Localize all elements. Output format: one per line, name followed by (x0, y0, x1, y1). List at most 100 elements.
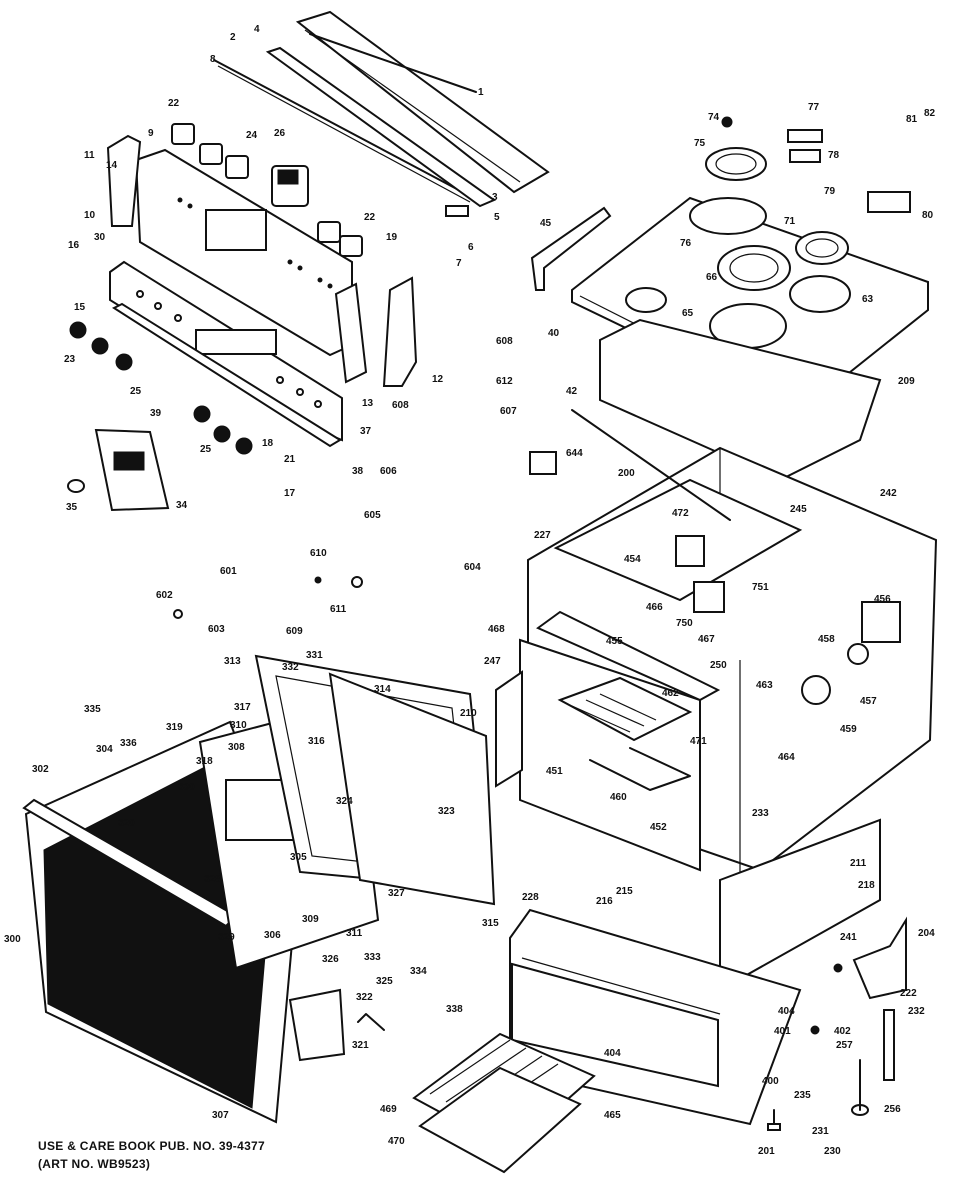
label-8: 8 (210, 54, 216, 65)
label-606: 606 (380, 466, 397, 477)
label-227: 227 (534, 530, 551, 541)
label-325: 325 (376, 976, 393, 987)
label-77: 77 (808, 102, 820, 113)
label-404a: 404 (604, 1048, 621, 1059)
label-457: 457 (860, 696, 877, 707)
label-468: 468 (488, 624, 505, 635)
label-458: 458 (818, 634, 835, 645)
label-228: 228 (522, 892, 539, 903)
label-469: 469 (380, 1104, 397, 1115)
label-39: 39 (150, 408, 162, 419)
label-318: 318 (196, 756, 213, 767)
label-2: 2 (230, 32, 236, 43)
label-76: 76 (680, 238, 692, 249)
label-13: 13 (362, 398, 374, 409)
label-329: 329 (218, 932, 235, 943)
label-16: 16 (68, 240, 80, 251)
label-316: 316 (308, 736, 325, 747)
label-306: 306 (264, 930, 281, 941)
label-400: 400 (762, 1076, 779, 1087)
label-250: 250 (710, 660, 727, 671)
label-452: 452 (650, 822, 667, 833)
label-245: 245 (790, 504, 807, 515)
bracket-5 (445, 205, 469, 217)
broil-element-472 (675, 535, 705, 567)
label-79: 79 (824, 186, 836, 197)
label-404b: 404 (778, 1006, 795, 1017)
label-321: 321 (352, 1040, 369, 1051)
end-cap-left (106, 134, 142, 227)
label-81: 81 (906, 114, 918, 125)
control-knob-24 (225, 155, 249, 179)
label-215: 215 (616, 886, 633, 897)
label-4: 4 (254, 24, 260, 35)
label-470: 470 (388, 1136, 405, 1147)
label-338: 338 (446, 1004, 463, 1015)
label-605: 605 (364, 510, 381, 521)
burner-drip-pans (625, 197, 851, 349)
label-309: 309 (302, 914, 319, 925)
label-63: 63 (862, 294, 874, 305)
timer-clock-26 (271, 165, 309, 207)
end-cap-13 (334, 282, 368, 384)
label-331: 331 (306, 650, 323, 661)
label-455: 455 (606, 636, 623, 647)
label-200: 200 (618, 468, 635, 479)
oven-rack-460 (557, 676, 693, 742)
oven-control-module-34 (94, 428, 170, 512)
label-201: 201 (758, 1146, 775, 1157)
label-14: 14 (106, 160, 118, 171)
side-panel-210 (495, 670, 523, 788)
label-15: 15 (74, 302, 86, 313)
label-308: 308 (228, 742, 245, 753)
label-307: 307 (212, 1110, 229, 1121)
label-21: 21 (284, 454, 296, 465)
label-454: 454 (624, 554, 641, 565)
door-liner-314 (328, 672, 496, 906)
label-317: 317 (234, 702, 251, 713)
label-451: 451 (546, 766, 563, 777)
caption-line-1: USE & CARE BOOK PUB. NO. 39-4377 (38, 1139, 265, 1153)
caption: USE & CARE BOOK PUB. NO. 39-4377 (ART NO… (38, 1139, 265, 1171)
label-37: 37 (360, 426, 372, 437)
label-332: 332 (282, 662, 299, 673)
drawer-rail-232 (883, 1009, 895, 1081)
label-66: 66 (706, 272, 718, 283)
label-22a: 22 (168, 98, 180, 109)
label-320: 320 (118, 818, 135, 829)
label-402: 402 (834, 1026, 851, 1037)
label-71: 71 (784, 216, 796, 227)
control-panel-backguard (134, 148, 353, 357)
trim-bar-39 (111, 302, 342, 448)
label-10: 10 (84, 210, 96, 221)
trim-rod (213, 46, 497, 208)
label-464: 464 (778, 752, 795, 763)
label-609: 609 (286, 626, 303, 637)
knobs-lower (69, 321, 253, 455)
label-78: 78 (828, 150, 840, 161)
label-18: 18 (262, 438, 274, 449)
label-323: 323 (438, 806, 455, 817)
broiler-pan-470 (418, 1066, 582, 1174)
control-knob-22c (317, 221, 341, 243)
label-241: 241 (840, 932, 857, 943)
label-472: 472 (672, 508, 689, 519)
label-74: 74 (708, 112, 720, 123)
label-644: 644 (566, 448, 583, 459)
light-bulb-458 (847, 643, 869, 665)
control-knob-22d (339, 235, 363, 257)
label-326: 326 (322, 954, 339, 965)
label-460: 460 (610, 792, 627, 803)
label-22b: 22 (364, 212, 376, 223)
surface-units (705, 147, 849, 291)
label-11: 11 (84, 150, 95, 161)
label-602: 602 (156, 590, 173, 601)
label-322: 322 (356, 992, 373, 1003)
control-knob-22a (171, 123, 195, 145)
small-part-35 (67, 479, 85, 493)
label-604: 604 (464, 562, 481, 573)
label-610: 610 (310, 548, 327, 559)
label-242: 242 (880, 488, 897, 499)
label-465: 465 (604, 1110, 621, 1121)
